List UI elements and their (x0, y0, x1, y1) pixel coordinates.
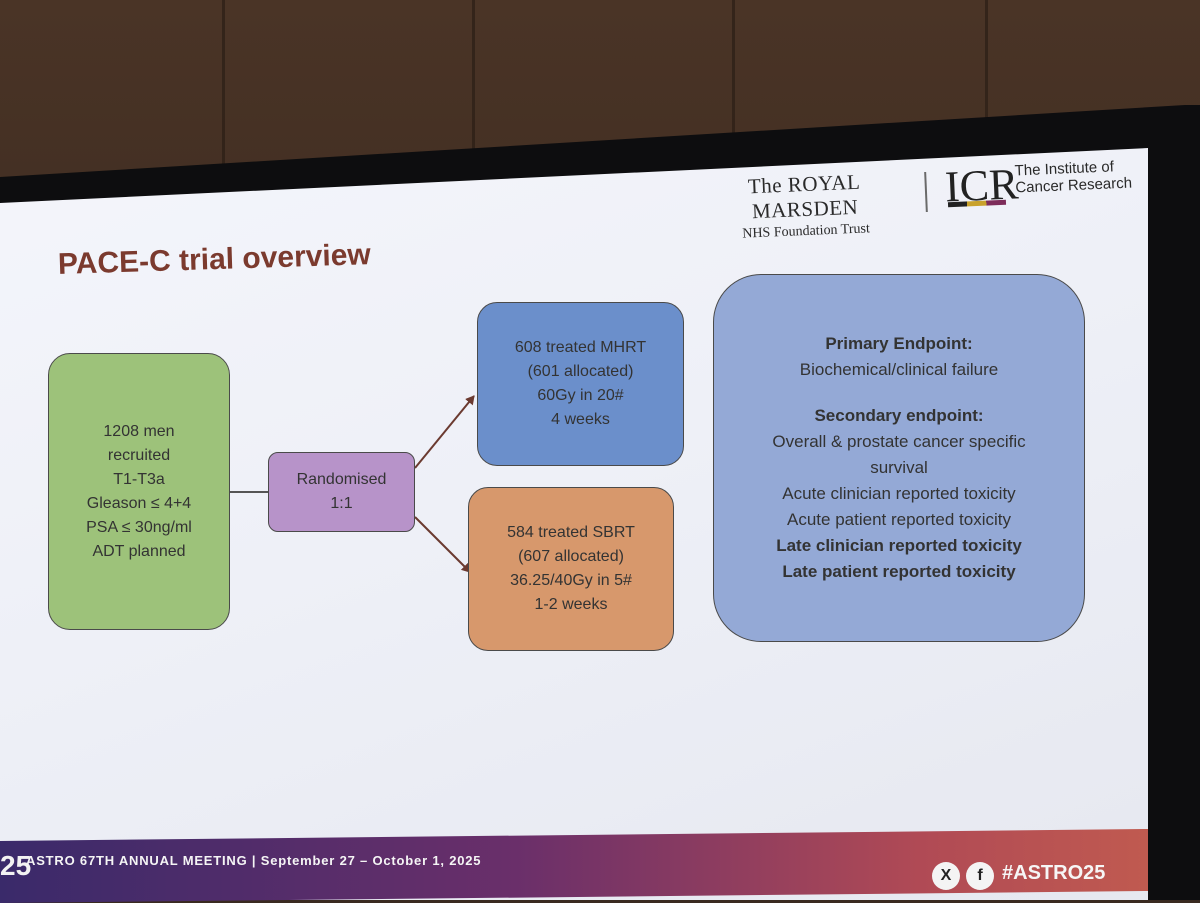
secondary-endpoint-heading: Secondary endpoint: (814, 406, 984, 425)
randomisation-box: Randomised 1:1 (268, 452, 415, 532)
mhrt-line: (601 allocated) (527, 363, 634, 380)
secondary-endpoint-item: survival (870, 458, 928, 477)
recruitment-line: recruited (107, 446, 171, 464)
secondary-endpoint-item: Acute patient reported toxicity (787, 510, 1011, 529)
recruitment-line: T1-T3a (113, 470, 165, 488)
secondary-endpoint-item-bold: Late clinician reported toxicity (776, 536, 1022, 555)
secondary-endpoint-item: Overall & prostate cancer specific (772, 432, 1026, 451)
primary-endpoint-heading: Primary Endpoint: (825, 334, 973, 353)
recruitment-line: ADT planned (92, 542, 186, 560)
mhrt-line: 4 weeks (551, 411, 610, 428)
mhrt-line: 608 treated MHRT (514, 339, 647, 356)
secondary-endpoint-item-bold: Late patient reported toxicity (782, 562, 1016, 581)
randomisation-line: 1:1 (330, 495, 353, 512)
mhrt-arm-box: 608 treated MHRT (601 allocated) 60Gy in… (477, 302, 684, 466)
sbrt-line: 36.25/40Gy in 5# (510, 572, 632, 589)
arrow-to-mhrt (414, 395, 475, 469)
wall-panel-seam (472, 0, 475, 175)
randomisation-line: Randomised (296, 471, 387, 488)
primary-endpoint-text: Biochemical/clinical failure (799, 360, 999, 379)
meeting-hashtag: #ASTRO25 (1002, 862, 1106, 884)
x-social-icon: X (932, 862, 960, 890)
mhrt-line: 60Gy in 20# (537, 387, 624, 404)
recruitment-line: PSA ≤ 30ng/ml (86, 518, 192, 536)
recruitment-line: Gleason ≤ 4+4 (86, 494, 192, 512)
wall-panel-seam (985, 0, 988, 175)
secondary-endpoint-item: Acute clinician reported toxicity (782, 484, 1016, 503)
facebook-icon: f (966, 862, 994, 890)
endpoints-box: Primary Endpoint: Biochemical/clinical f… (713, 274, 1085, 642)
sbrt-line: (607 allocated) (518, 548, 624, 565)
wall-panel-seam (222, 0, 225, 175)
sbrt-arm-box: 584 treated SBRT (607 allocated) 36.25/4… (468, 487, 674, 651)
sbrt-line: 584 treated SBRT (507, 524, 635, 541)
astro-25-mark: 25 (0, 850, 32, 881)
spacer (714, 383, 1084, 403)
recruitment-line: 1208 men (103, 422, 175, 440)
wall-panel-seam (732, 0, 735, 175)
recruitment-box: 1208 men recruited T1-T3a Gleason ≤ 4+4 … (48, 353, 230, 630)
sbrt-line: 1-2 weeks (534, 596, 608, 613)
arrow-to-sbrt (414, 516, 471, 573)
meeting-name: ASTRO 67TH ANNUAL MEETING | September 27… (26, 853, 482, 868)
